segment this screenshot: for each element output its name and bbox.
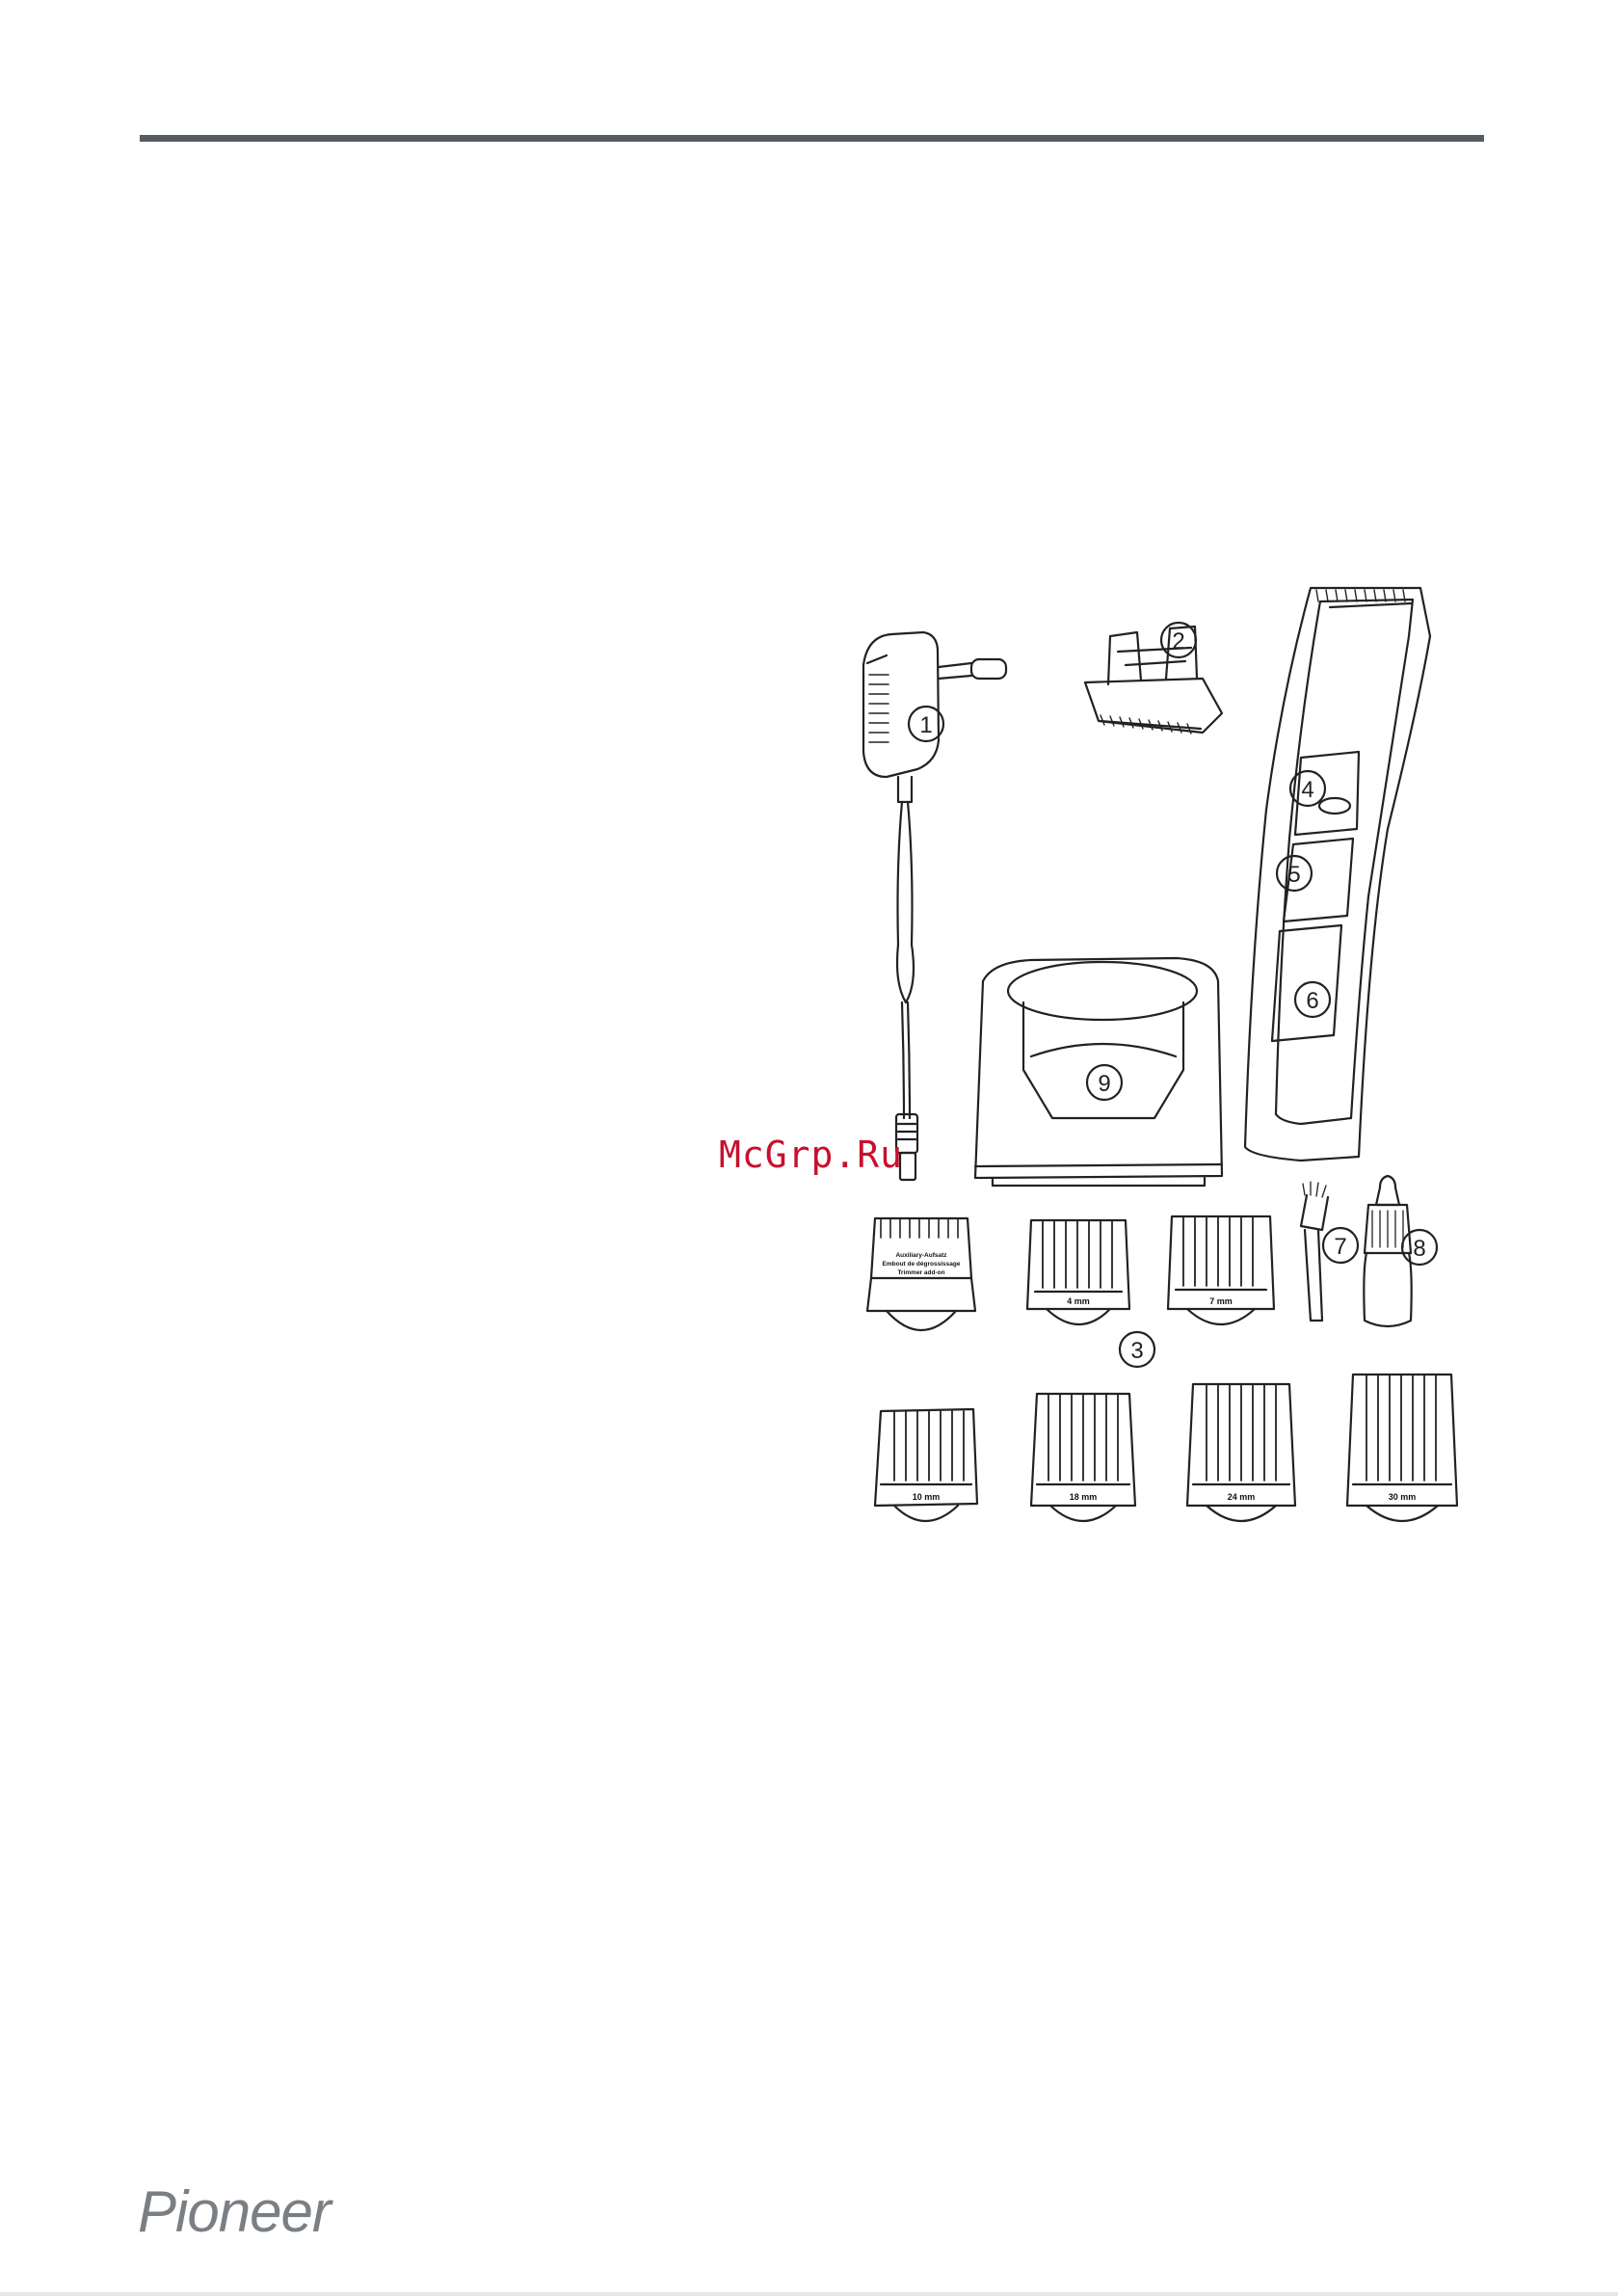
svg-text:18 mm: 18 mm bbox=[1070, 1492, 1098, 1502]
svg-text:2: 2 bbox=[1172, 628, 1184, 654]
comb-24mm: 24 mm bbox=[1187, 1384, 1295, 1521]
trimmer-attachment: Auxiliary-Aufsatz Embout de dégrossissag… bbox=[867, 1218, 975, 1330]
svg-text:24 mm: 24 mm bbox=[1228, 1492, 1256, 1502]
page-bottom-edge bbox=[0, 2292, 1618, 2296]
svg-text:10 mm: 10 mm bbox=[913, 1492, 941, 1502]
svg-text:30 mm: 30 mm bbox=[1389, 1492, 1417, 1502]
clipper-body bbox=[1245, 588, 1430, 1161]
callout-4: 4 bbox=[1290, 771, 1325, 806]
callout-3: 3 bbox=[1120, 1332, 1154, 1367]
svg-text:7: 7 bbox=[1334, 1234, 1346, 1260]
watermark: McGrp.Ru bbox=[719, 1134, 903, 1176]
callout-6: 6 bbox=[1295, 982, 1330, 1017]
comb-4mm: 4 mm bbox=[1027, 1220, 1129, 1324]
blade-head bbox=[1085, 627, 1222, 734]
svg-text:3: 3 bbox=[1130, 1338, 1143, 1364]
svg-text:7 mm: 7 mm bbox=[1209, 1296, 1233, 1306]
comb-30mm: 30 mm bbox=[1347, 1375, 1457, 1521]
comb-7mm: 7 mm bbox=[1168, 1216, 1274, 1324]
comb-18mm: 18 mm bbox=[1031, 1394, 1135, 1521]
power-adapter bbox=[863, 632, 1006, 1180]
svg-text:Embout de dégrossissage: Embout de dégrossissage bbox=[883, 1261, 961, 1268]
oil-bottle bbox=[1364, 1176, 1411, 1326]
svg-text:Auxiliary-Aufsatz: Auxiliary-Aufsatz bbox=[895, 1252, 947, 1259]
callout-8: 8 bbox=[1402, 1230, 1437, 1265]
svg-text:8: 8 bbox=[1413, 1236, 1425, 1262]
svg-text:4 mm: 4 mm bbox=[1067, 1296, 1090, 1306]
svg-text:6: 6 bbox=[1306, 988, 1318, 1014]
brand-logo: Pioneer bbox=[138, 2178, 331, 2245]
callout-2: 2 bbox=[1161, 623, 1196, 657]
comb-10mm: 10 mm bbox=[875, 1409, 977, 1521]
svg-text:Trimmer add-on: Trimmer add-on bbox=[897, 1269, 944, 1276]
callout-5: 5 bbox=[1277, 856, 1312, 891]
svg-text:4: 4 bbox=[1301, 777, 1313, 803]
callout-7: 7 bbox=[1323, 1228, 1358, 1263]
svg-text:1: 1 bbox=[919, 712, 932, 738]
header-rule bbox=[140, 135, 1484, 142]
parts-diagram: 1 2 bbox=[848, 578, 1484, 1542]
callout-9: 9 bbox=[1087, 1065, 1122, 1100]
svg-text:5: 5 bbox=[1287, 862, 1300, 888]
parts-diagram-svg: 1 2 bbox=[848, 578, 1484, 1542]
svg-text:9: 9 bbox=[1098, 1071, 1110, 1097]
